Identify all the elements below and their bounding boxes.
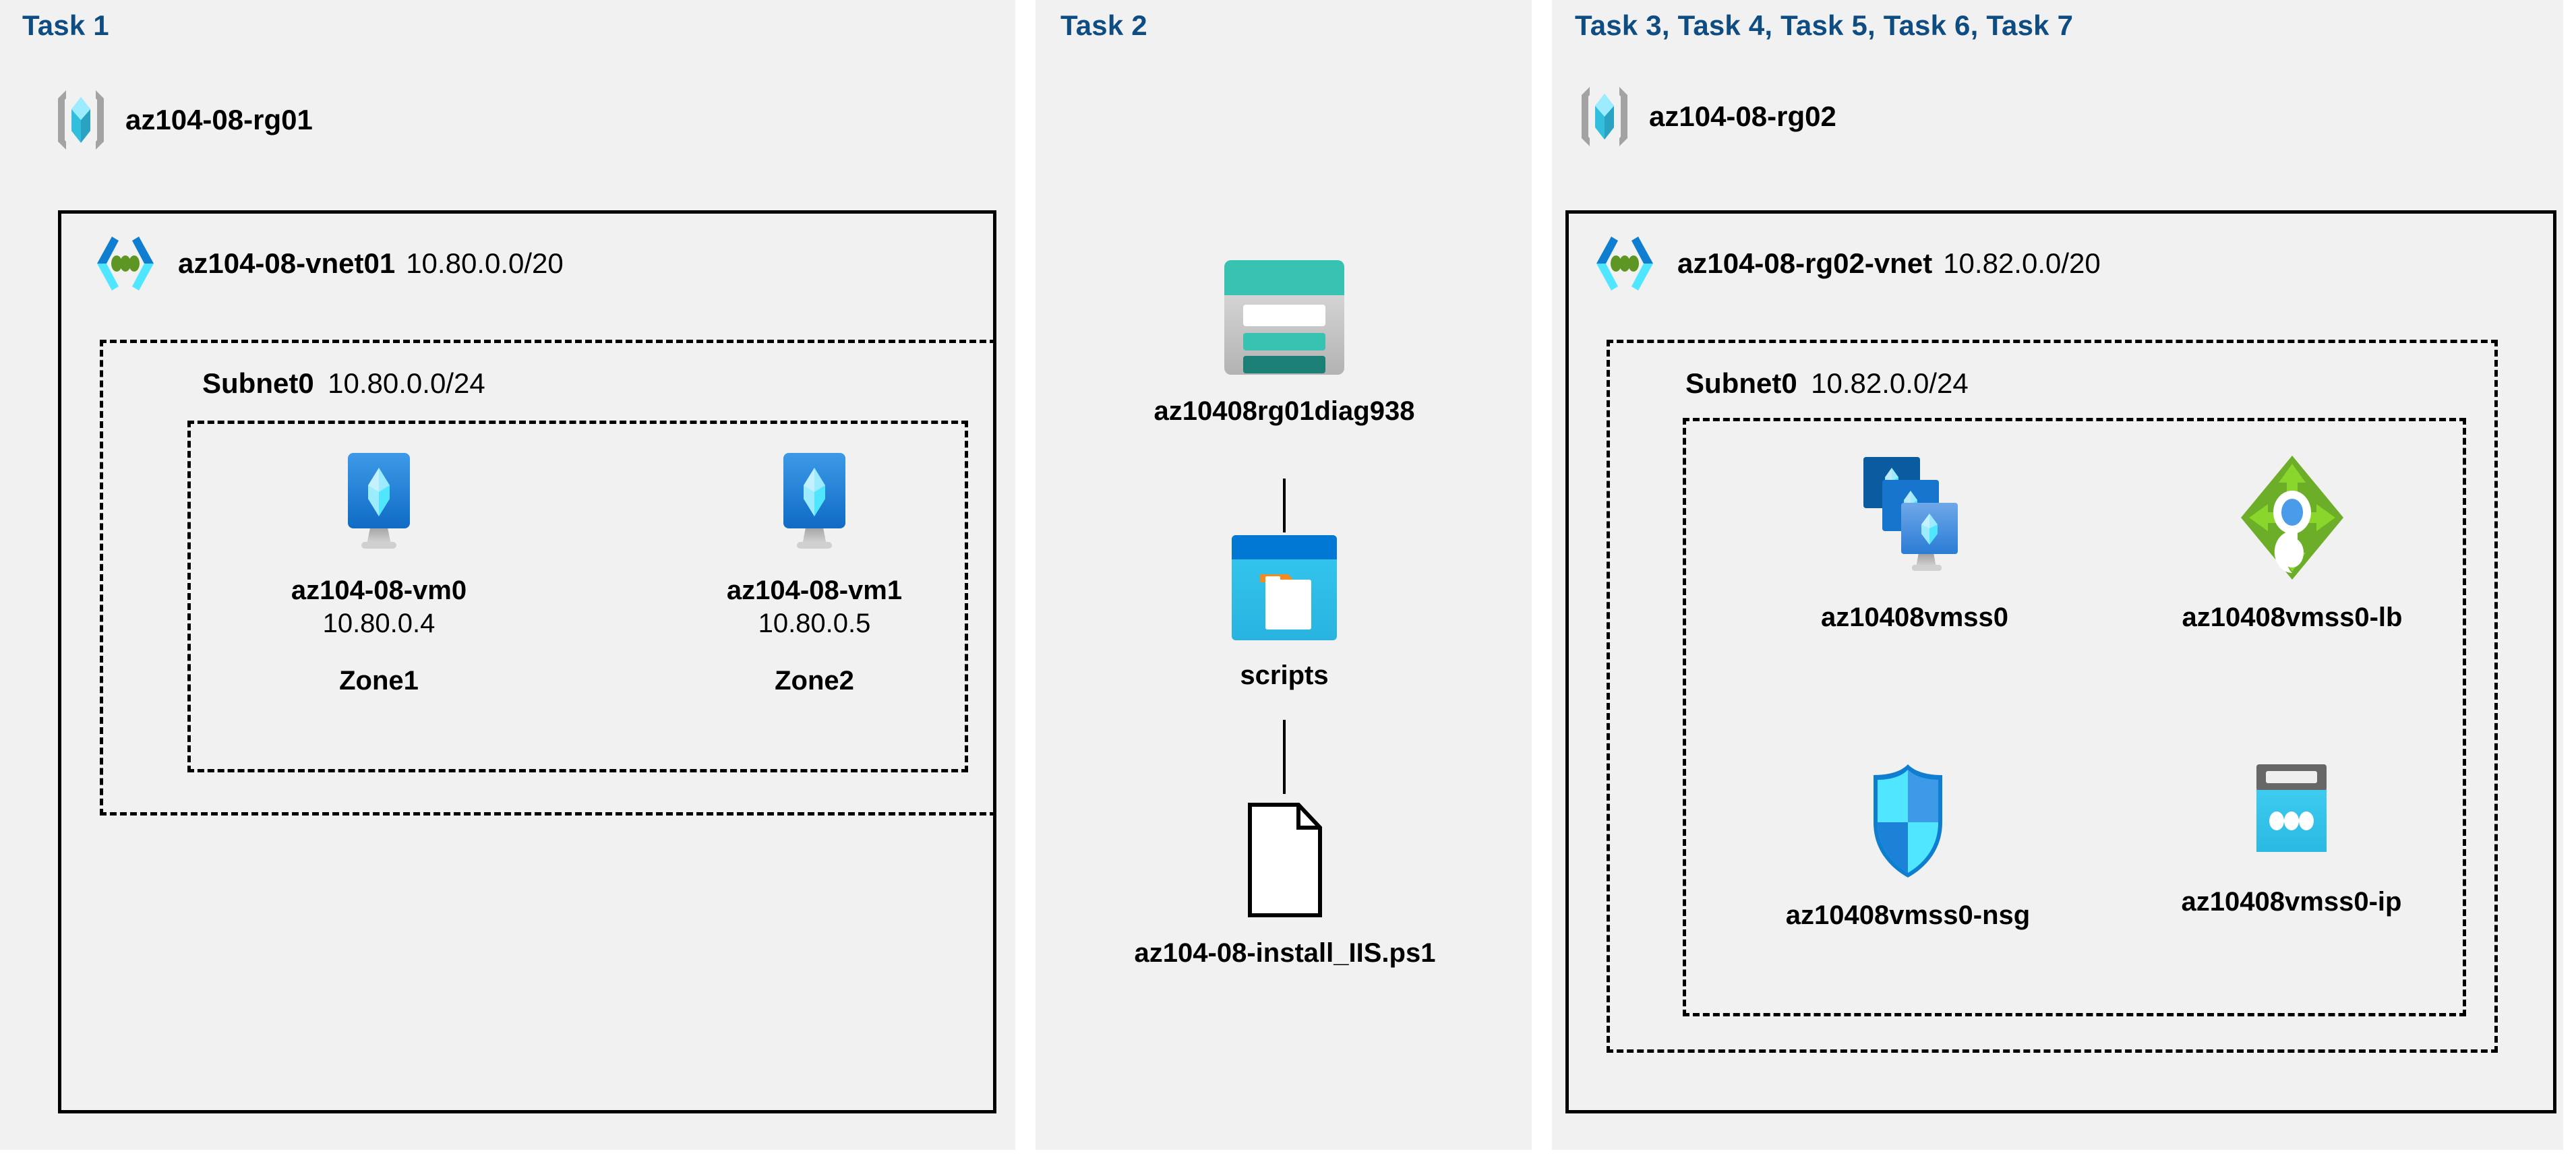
public-ip-address-icon: [2248, 760, 2335, 868]
task3to7-lb-name: az10408vmss0-lb: [2182, 603, 2403, 632]
virtual-network-icon: [1591, 233, 1658, 295]
task1-subnet-name: Subnet0: [202, 367, 314, 399]
task1-vnet-header: az104-08-vnet01 10.80.0.0/20: [92, 233, 564, 295]
task2-file-name: az104-08-install_IIS.ps1: [1134, 938, 1436, 968]
task3to7-vnet-header: az104-08-rg02-vnet 10.82.0.0/20: [1591, 233, 2101, 295]
task1-heading: Task 1: [22, 9, 109, 41]
load-balancer-icon: [2226, 452, 2358, 584]
task3to7-nsg-node[interactable]: az10408vmss0-nsg: [1739, 760, 2076, 932]
task3to7-vmss-node[interactable]: az10408vmss0: [1780, 452, 2049, 634]
task3to7-subnet-box: [1607, 340, 2498, 1053]
vm-scale-set-icon: [1847, 452, 1982, 584]
task3to7-vnet-box: [1565, 210, 2556, 1113]
task1-subnet-cidr: 10.80.0.0/24: [328, 367, 485, 399]
task3to7-vmss-name: az10408vmss0: [1820, 603, 2009, 632]
virtual-machine-icon: [338, 450, 419, 557]
virtual-network-icon: [92, 233, 159, 295]
task1-subnet-box: [100, 340, 996, 816]
resource-group-icon: [1578, 84, 1631, 149]
task3to7-rg-name: az104-08-rg02: [1649, 100, 1836, 132]
virtual-machine-icon: [774, 450, 855, 557]
task1-subnet-header: Subnet0 10.80.0.0/24: [202, 367, 485, 400]
task3to7-subnet-header: Subnet0 10.82.0.0/24: [1685, 367, 1969, 400]
task1-vm0-ip: 10.80.0.4: [322, 608, 436, 638]
task3to7-resource-group-box: [1683, 418, 2466, 1016]
task1-vm1-zone: Zone2: [775, 665, 854, 696]
file-icon: [1239, 801, 1331, 919]
task3to7-subnet-name: Subnet0: [1685, 367, 1797, 399]
task1-vm1-ip: 10.80.0.5: [758, 608, 871, 638]
task3to7-lb-node[interactable]: az10408vmss0-lb: [2144, 452, 2440, 634]
task2-storage-node[interactable]: az10408rg01diag938: [1133, 257, 1436, 428]
task3to7-vnet-name: az104-08-rg02-vnet: [1677, 247, 1933, 279]
task1-panel: [0, 0, 1015, 1150]
task2-heading: Task 2: [1060, 9, 1147, 41]
task2-scripts-node[interactable]: scripts: [1133, 534, 1436, 692]
task3to7-panel: [1552, 0, 2563, 1150]
task1-vm-group-box: [187, 421, 968, 772]
task1-vm0-zone: Zone1: [339, 665, 419, 696]
task2-file-node[interactable]: az104-08-install_IIS.ps1: [1110, 801, 1460, 970]
task3to7-resource-group: az104-08-rg02: [1578, 84, 1836, 149]
blob-container-icon: [1230, 534, 1338, 642]
task3to7-ip-name: az10408vmss0-ip: [2181, 887, 2402, 917]
task3to7-heading: Task 3, Task 4, Task 5, Task 6, Task 7: [1575, 9, 2074, 41]
task3to7-subnet-cidr: 10.82.0.0/24: [1811, 367, 1969, 399]
task1-vm1-name: az104-08-vm1: [726, 576, 903, 605]
task3to7-vnet-cidr: 10.82.0.0/20: [1943, 247, 2101, 279]
task1-resource-group: az104-08-rg01: [54, 88, 313, 152]
task1-vm0-name: az104-08-vm0: [291, 576, 467, 605]
task3to7-nsg-name: az10408vmss0-nsg: [1785, 900, 2031, 930]
task2-storage-name: az10408rg01diag938: [1154, 396, 1415, 426]
task1-vnet-cidr: 10.80.0.0/20: [406, 247, 564, 279]
task3to7-ip-node[interactable]: az10408vmss0-ip: [2147, 760, 2436, 919]
storage-account-icon: [1222, 257, 1347, 377]
task1-rg-name: az104-08-rg01: [125, 104, 313, 135]
task1-vm0-node[interactable]: az104-08-vm0 10.80.0.4 Zone1: [258, 450, 500, 696]
network-security-group-icon: [1864, 760, 1952, 882]
storage-to-scripts-connector: [1283, 479, 1286, 532]
task2-scripts-name: scripts: [1240, 661, 1329, 690]
scripts-to-file-connector: [1283, 720, 1286, 794]
task1-vm1-node[interactable]: az104-08-vm1 10.80.0.5 Zone2: [693, 450, 936, 696]
resource-group-icon: [54, 88, 108, 152]
task1-vnet-name: az104-08-vnet01: [178, 247, 396, 279]
